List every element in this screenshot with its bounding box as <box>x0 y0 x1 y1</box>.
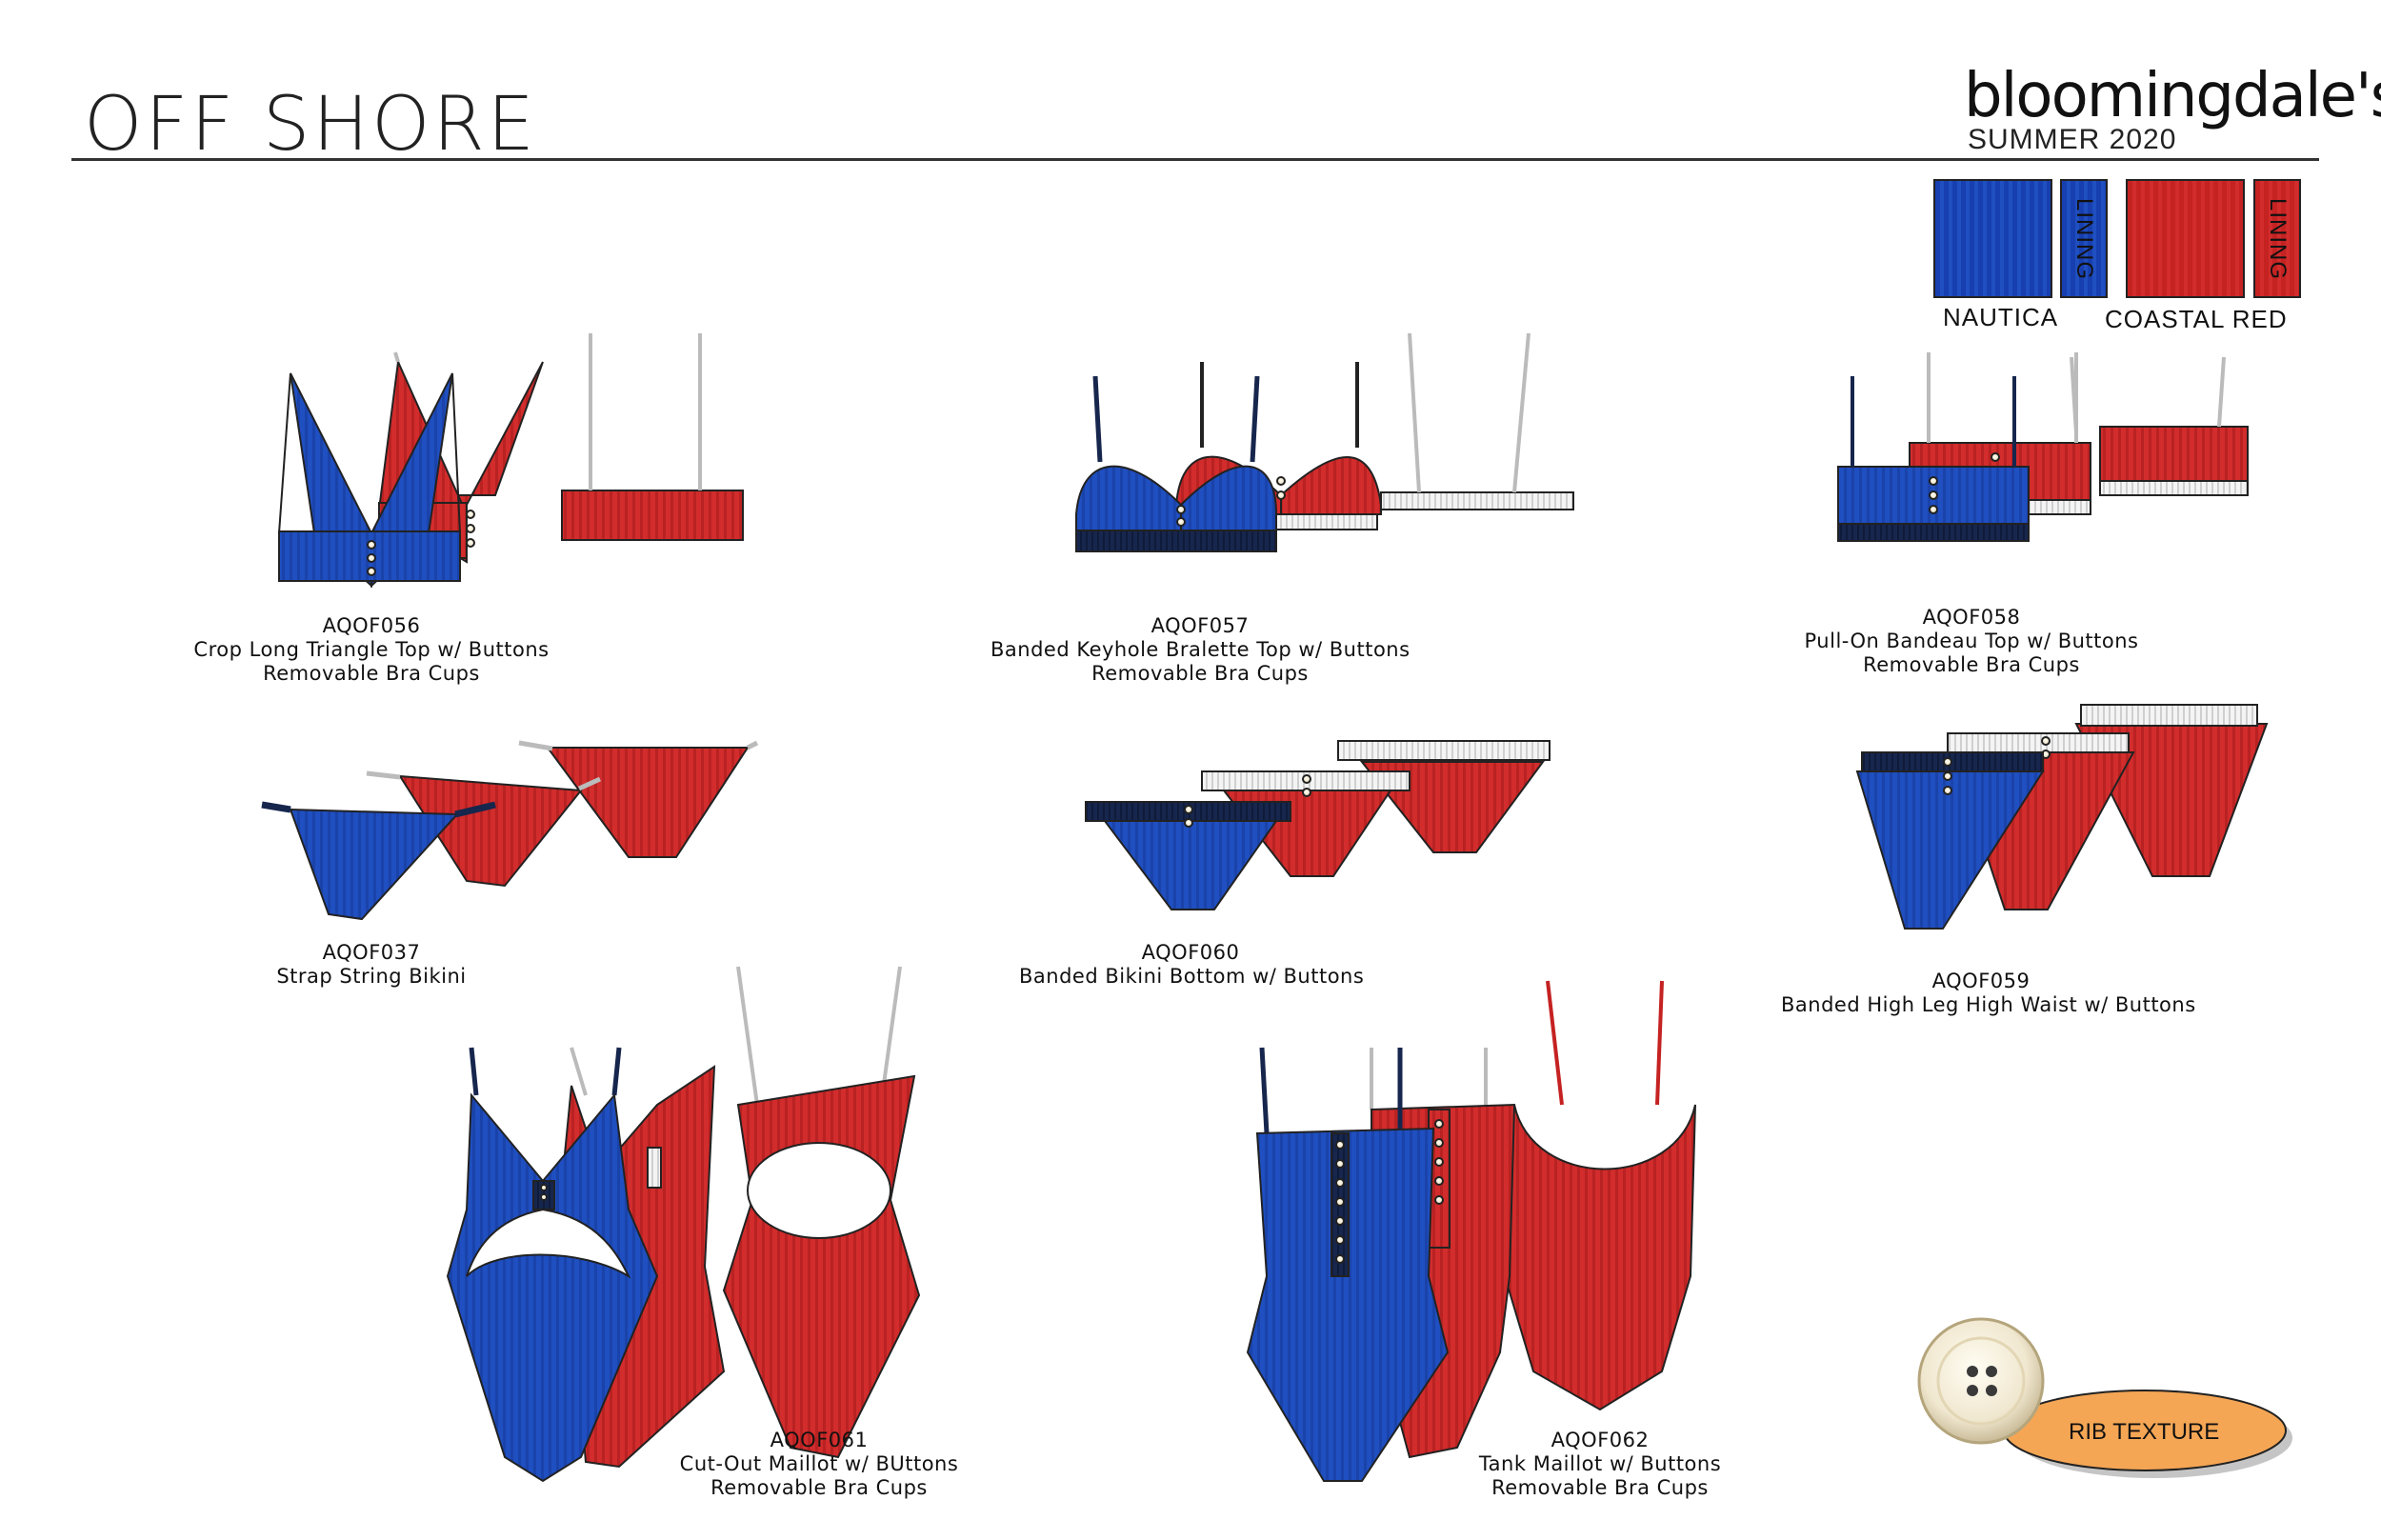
style-description: Removable Bra Cups <box>1091 662 1309 685</box>
illustration-aqof062 <box>1246 980 1696 1482</box>
brand-logo: bloomingdale's <box>1964 61 2381 131</box>
style-code: AQOF060 <box>1141 941 1240 964</box>
illustration-aqof058 <box>1837 352 2249 542</box>
rib-texture-badge <box>1917 1317 2292 1478</box>
illustration-aqof059 <box>1855 704 2269 930</box>
style-code: AQOF062 <box>1551 1429 1650 1451</box>
page-title: OFF SHORE <box>84 82 537 168</box>
illustration-aqof061 <box>446 966 921 1483</box>
header-rule <box>71 158 2319 161</box>
style-caption-aqof037: AQOF037 Strap String Bikini <box>229 941 514 989</box>
style-code: AQOF057 <box>1150 614 1250 637</box>
style-description: Banded High Leg High Waist w/ Buttons <box>1781 993 2196 1016</box>
style-description: Tank Maillot w/ Buttons <box>1478 1452 1722 1475</box>
style-caption-aqof057: AQOF057 Banded Keyhole Bralette Top w/ B… <box>990 614 1410 686</box>
style-caption-aqof062: AQOF062 Tank Maillot w/ Buttons Removabl… <box>1448 1429 1752 1500</box>
swatch-coastal-red-lining: LINING <box>2253 179 2301 298</box>
style-description: Removable Bra Cups <box>1491 1476 1709 1499</box>
style-code: AQOF061 <box>770 1429 869 1451</box>
illustration-aqof060 <box>1085 740 1551 910</box>
illustration-aqof037 <box>261 740 759 921</box>
style-caption-aqof060: AQOF060 Banded Bikini Bottom w/ Buttons <box>1019 941 1365 989</box>
season-label: SUMMER 2020 <box>1968 124 2177 155</box>
rib-texture-label: RIB TEXTURE <box>2069 1419 2220 1445</box>
style-description: Banded Keyhole Bralette Top w/ Buttons <box>990 638 1411 661</box>
style-caption-aqof059: AQOF059 Banded High Leg High Waist w/ Bu… <box>1781 970 2196 1017</box>
illustration-aqof057 <box>1075 332 1574 552</box>
swatch-label-coastal-red: COASTAL RED <box>2105 305 2288 333</box>
style-caption-aqof056: AQOF056 Crop Long Triangle Top w/ Button… <box>181 614 562 686</box>
style-description: Cut-Out Maillot w/ BUttons <box>679 1452 959 1475</box>
style-description: Removable Bra Cups <box>263 662 480 685</box>
style-description: Strap String Bikini <box>276 965 467 988</box>
style-description: Removable Bra Cups <box>1863 653 2080 676</box>
swatch-label-nautica: NAUTICA <box>1943 303 2059 331</box>
style-code: AQOF059 <box>1931 970 2031 992</box>
swatch-nautica <box>1933 179 2052 298</box>
style-description: Removable Bra Cups <box>710 1476 928 1499</box>
style-code: AQOF056 <box>322 614 421 637</box>
style-code: AQOF037 <box>322 941 421 964</box>
swatch-coastal-red <box>2126 179 2245 298</box>
style-description: Crop Long Triangle Top w/ Buttons <box>193 638 550 661</box>
style-caption-aqof061: AQOF061 Cut-Out Maillot w/ BUttons Remov… <box>667 1429 971 1500</box>
style-caption-aqof058: AQOF058 Pull-On Bandeau Top w/ Buttons R… <box>1791 606 2152 677</box>
illustration-aqof056 <box>278 333 744 589</box>
style-description: Banded Bikini Bottom w/ Buttons <box>1019 965 1365 988</box>
style-description: Pull-On Bandeau Top w/ Buttons <box>1804 630 2139 652</box>
swatch-nautica-lining: LINING <box>2060 179 2108 298</box>
style-code: AQOF058 <box>1922 606 2021 629</box>
